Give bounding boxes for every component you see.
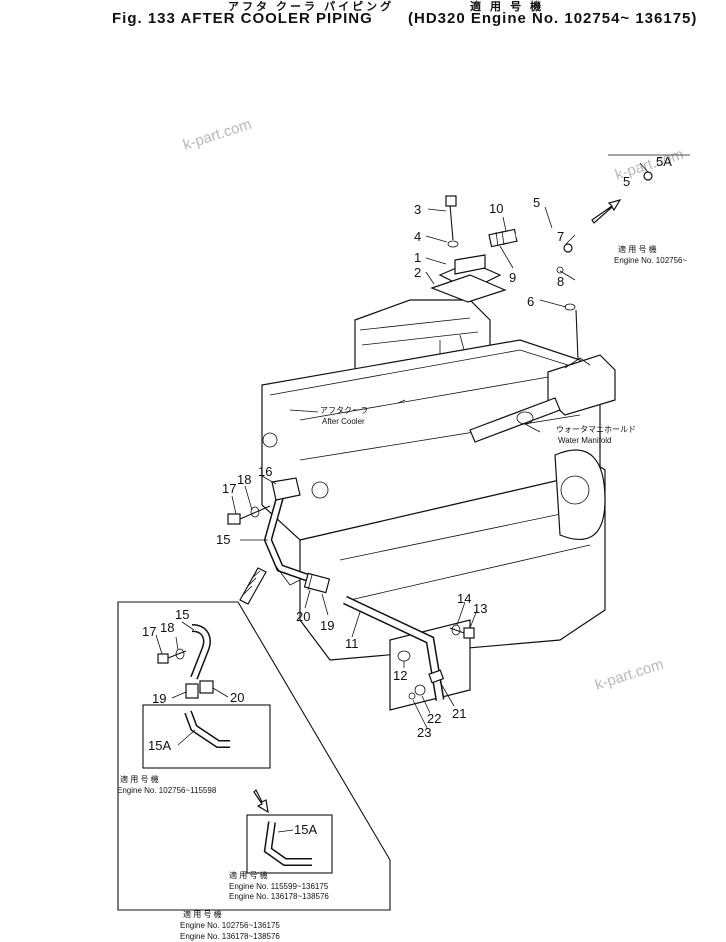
inset-serial3-line1: Engine No. 102756~136175 (180, 921, 280, 930)
inset-serial3-jp: 適 用 号 機 (183, 909, 222, 919)
watermark: k-part.com (593, 656, 666, 694)
part-label-12: 12 (393, 668, 407, 683)
part-label-21: 21 (452, 706, 466, 721)
inset-serial2-line2: Engine No. 136178~138576 (229, 892, 329, 901)
watermark: k-part.com (181, 116, 254, 154)
part-label-17: 17 (222, 481, 236, 496)
part-label-8: 8 (557, 274, 564, 289)
part-label-1: 1 (414, 250, 421, 265)
inset-serial1-jp: 適 用 号 機 (120, 774, 159, 784)
part-label-9: 9 (509, 270, 516, 285)
inset-serial3-line2: Engine No. 136178~138576 (180, 932, 280, 941)
part-label-19: 19 (320, 618, 334, 633)
part-label-5: 5 (533, 195, 540, 210)
engine-block (261, 299, 616, 711)
inset-serial1: Engine No. 102756~115598 (117, 786, 217, 795)
leader-lines (155, 162, 649, 833)
inset-tube-15a (117, 601, 391, 911)
inset-part-label-17: 17 (142, 624, 156, 639)
lower-piping (227, 477, 475, 701)
part-label-23: 23 (417, 725, 431, 740)
part-label-6: 6 (527, 294, 534, 309)
inset-part-label-5a: 5A (656, 154, 672, 169)
part-label-14: 14 (457, 591, 471, 606)
part-label-11: 11 (345, 636, 359, 651)
after-cooler-label: After Cooler (322, 417, 365, 426)
part-label-10: 10 (489, 201, 503, 216)
part-label-2: 2 (414, 265, 421, 280)
serial-title-japanese: 適 用 号 機 (470, 1, 545, 13)
inset-top-serial: Engine No. 102756~ (614, 256, 688, 265)
inset-tube-5a (608, 154, 690, 226)
title-japanese: アフタ クーラ パイピング (228, 1, 395, 13)
water-manifold-label: Water Manifold (558, 436, 612, 445)
part-label-4: 4 (414, 229, 421, 244)
part-label-7: 7 (557, 229, 564, 244)
inset-top-serial-jp: 適 用 号 機 (618, 244, 657, 254)
inset-part-label-20: 20 (230, 690, 244, 705)
part-label-15: 15 (216, 532, 230, 547)
inset-part-label-15a: 15A (148, 738, 171, 753)
part-label-18: 18 (237, 472, 251, 487)
inset-part-label-19: 19 (152, 691, 166, 706)
inset-part-label-15a-second: 15A (294, 822, 317, 837)
water-manifold-label-jp: ウォータマニホールド (556, 425, 636, 434)
part-label-20: 20 (296, 609, 310, 624)
inset-part-label-5: 5 (623, 174, 630, 189)
engine-serial-range: (HD320 Engine No. 102754~ 136175) (408, 10, 698, 27)
inset-serial2-jp: 適 用 号 機 (229, 870, 268, 880)
inset-serial2-line1: Engine No. 115599~136175 (229, 882, 329, 891)
part-label-22: 22 (427, 711, 441, 726)
upper-piping (430, 195, 622, 361)
inset-part-label-18: 18 (160, 620, 174, 635)
part-label-13: 13 (473, 601, 487, 616)
figure-title: Fig. 133 AFTER COOLER PIPING (112, 10, 373, 27)
part-label-16: 16 (258, 464, 272, 479)
after-cooler-label-jp: アフタクーラ (320, 406, 368, 415)
inset-part-label-15: 15 (175, 607, 189, 622)
part-label-3: 3 (414, 202, 421, 217)
